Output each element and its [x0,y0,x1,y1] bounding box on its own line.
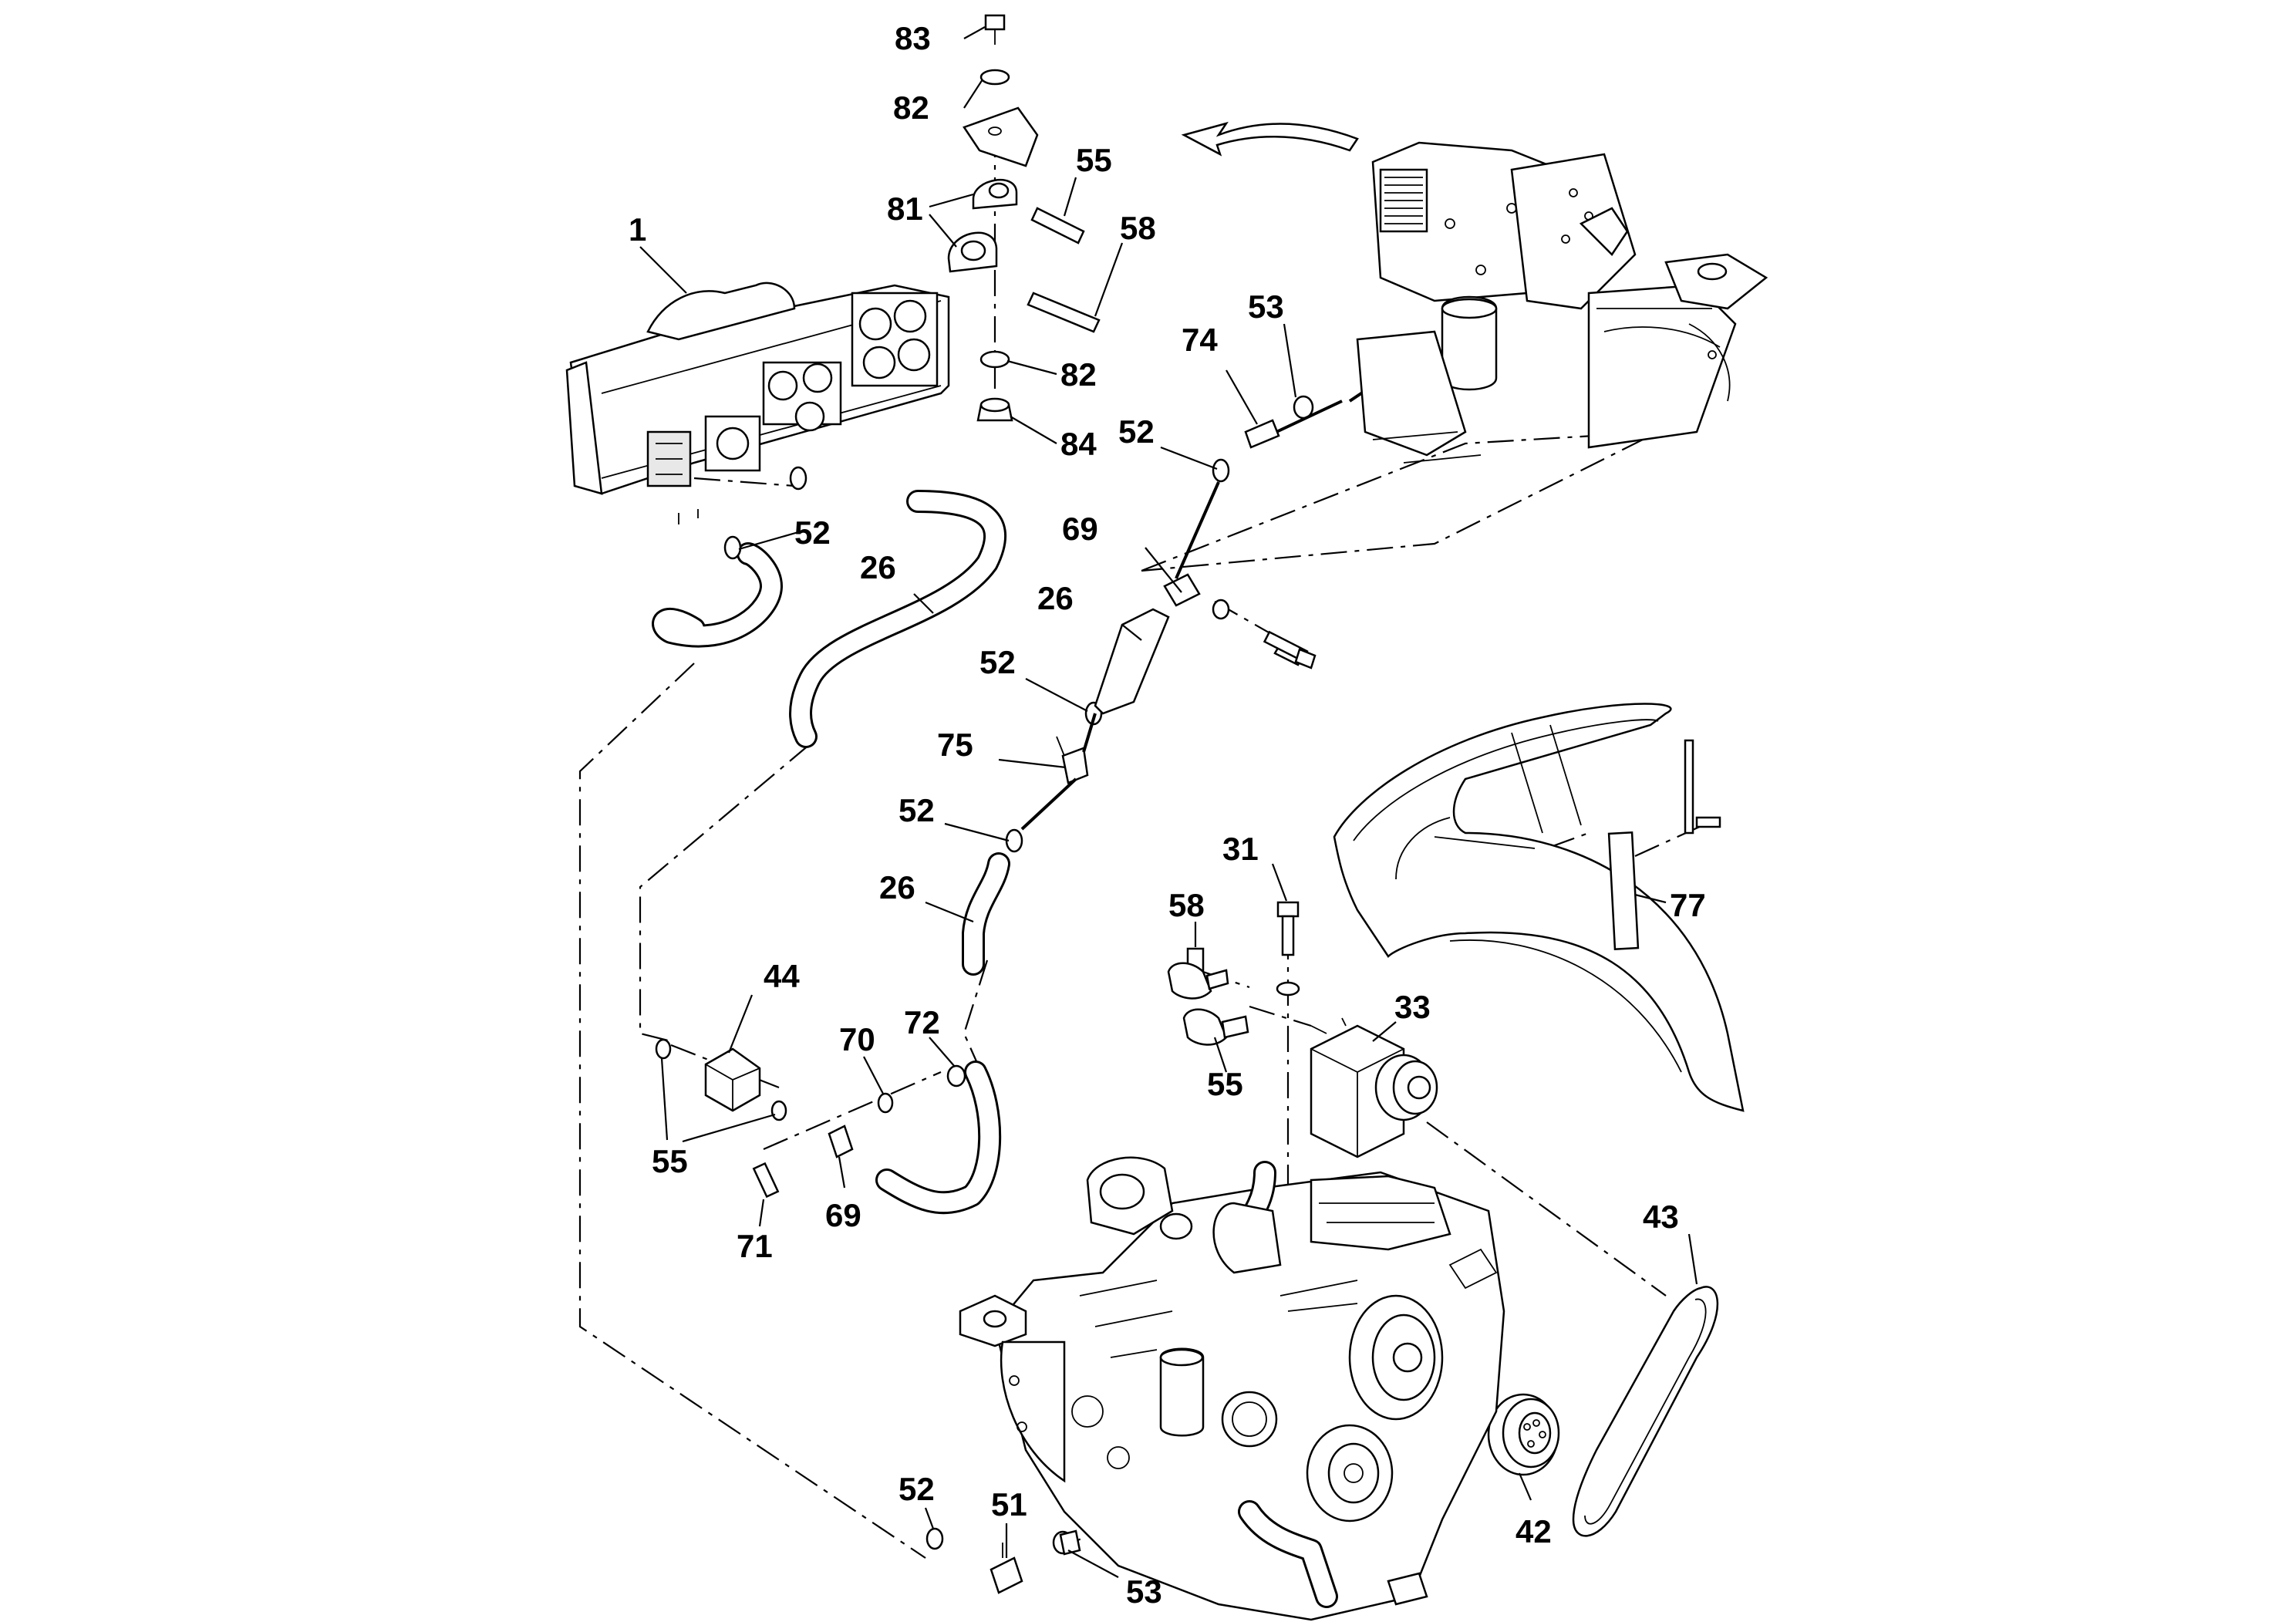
view-arrow [1181,121,1359,157]
hose-chain-center [875,384,1374,1215]
callout-69: 69 [1062,511,1098,547]
callout-26: 26 [860,549,896,585]
callout-52: 52 [899,1471,935,1507]
callout-33: 33 [1394,989,1431,1025]
callout-69: 69 [825,1197,861,1233]
callout-75: 75 [937,727,973,763]
heater-unit [565,282,950,524]
pulley-42 [1487,1393,1560,1476]
callout-26: 26 [879,869,915,905]
callout-44: 44 [764,958,800,994]
callout-81: 81 [887,191,923,227]
callout-53: 53 [1126,1573,1162,1610]
callout-83: 83 [895,20,931,56]
callout-26: 26 [1037,580,1074,616]
callout-52: 52 [794,514,831,551]
compressor-33 [1310,1017,1438,1158]
callout-74: 74 [1182,322,1218,358]
clamp-assembly [947,14,1101,422]
callout-70: 70 [839,1021,875,1057]
callout-43: 43 [1643,1199,1679,1235]
callout-53: 53 [1248,288,1284,325]
belt-43 [1572,1286,1719,1537]
callout-84: 84 [1060,426,1097,462]
callout-82: 82 [893,89,929,126]
callout-58: 58 [1168,887,1205,923]
hose-26-upper [652,490,1007,748]
callout-71: 71 [737,1228,773,1264]
leader-lines [639,26,1698,1578]
callout-51: 51 [991,1486,1027,1523]
callout-55: 55 [652,1143,688,1179]
callout-52: 52 [979,644,1016,680]
callout-55: 55 [1207,1066,1243,1102]
engine-upper-view [1356,141,1768,464]
callout-55: 55 [1076,142,1112,178]
engine-lower-view [959,1156,1505,1621]
callout-72: 72 [904,1004,940,1040]
callout-58: 58 [1120,210,1156,246]
fender-77 [1333,703,1745,1112]
callout-52: 52 [1118,413,1155,450]
callout-77: 77 [1670,887,1706,923]
callout-42: 42 [1515,1513,1552,1549]
fittings [655,395,1317,1594]
callout-82: 82 [1060,356,1097,393]
callout-52: 52 [899,792,935,828]
callout-labels: 83 82 55 81 58 82 84 1 53 74 52 52 26 69… [629,20,1706,1610]
callout-1: 1 [629,211,646,248]
callout-31: 31 [1222,831,1259,867]
